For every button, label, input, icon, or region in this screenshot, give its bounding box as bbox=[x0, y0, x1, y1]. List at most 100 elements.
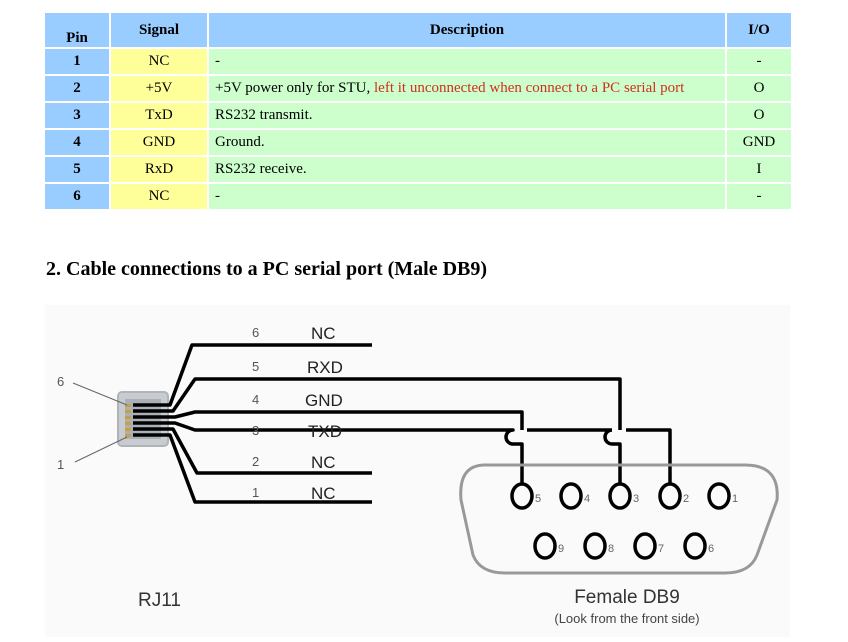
db9-label-5: 5 bbox=[535, 493, 541, 505]
wires bbox=[133, 343, 672, 504]
wire-pin-3: 3 bbox=[252, 423, 259, 438]
description-text: - bbox=[215, 188, 220, 204]
description-text: RS232 receive. bbox=[215, 161, 307, 177]
db9-shell bbox=[459, 463, 779, 575]
db9-label-8: 8 bbox=[608, 543, 614, 555]
cell-pin: 6 bbox=[45, 184, 109, 209]
contact-6 bbox=[125, 404, 131, 407]
cell-description: +5V power only for STU, left it unconnec… bbox=[209, 76, 725, 101]
db9-pin-labels: 5 4 3 2 1 9 8 7 6 bbox=[535, 493, 738, 555]
wire-name-5: RXD bbox=[307, 358, 343, 377]
cell-description: Ground. bbox=[209, 130, 725, 155]
callout-6: 6 bbox=[57, 374, 64, 389]
cell-io: O bbox=[727, 103, 791, 128]
description-text: RS232 transmit. bbox=[215, 107, 313, 123]
db9-label-6: 6 bbox=[708, 543, 714, 555]
table-header-row: Pin Signal Description I/O bbox=[45, 13, 791, 47]
callout-1: 1 bbox=[57, 457, 64, 472]
wiring-svg: 6 1 6 NC 5 RXD 4 GND 3 TXD 2 NC 1 bbox=[57, 324, 779, 626]
cell-signal: +5V bbox=[111, 76, 207, 101]
cell-io: - bbox=[727, 184, 791, 209]
rj11-label: RJ11 bbox=[138, 590, 181, 611]
db9-label-7: 7 bbox=[658, 543, 664, 555]
cable-diagram: 6 1 6 NC 5 RXD 4 GND 3 TXD 2 NC 1 bbox=[45, 305, 790, 637]
db9-pin-9 bbox=[533, 532, 557, 560]
cell-pin: 4 bbox=[45, 130, 109, 155]
cell-description: - bbox=[209, 184, 725, 209]
wire-pin-2: 2 bbox=[252, 454, 259, 469]
db9-label: Female DB9 bbox=[574, 587, 680, 608]
cell-pin: 1 bbox=[45, 49, 109, 74]
cell-pin: 3 bbox=[45, 103, 109, 128]
cell-description: - bbox=[209, 49, 725, 74]
cell-signal: RxD bbox=[111, 157, 207, 182]
db9-pin-5 bbox=[510, 482, 534, 510]
header-io: I/O bbox=[727, 13, 791, 47]
callout-line-6 bbox=[72, 382, 128, 406]
contact-2 bbox=[125, 428, 131, 431]
wire-name-4: GND bbox=[305, 391, 343, 410]
header-description: Description bbox=[209, 13, 725, 47]
rj11-contacts bbox=[125, 404, 131, 437]
db9-pin-4 bbox=[559, 482, 583, 510]
cell-pin: 2 bbox=[45, 76, 109, 101]
db9-label-4: 4 bbox=[584, 493, 590, 505]
wire-pin-5: 5 bbox=[252, 359, 259, 374]
cell-io: O bbox=[727, 76, 791, 101]
table-row: 2+5V+5V power only for STU, left it unco… bbox=[45, 76, 791, 101]
db9-pin-6 bbox=[683, 532, 707, 560]
wire-name-1: NC bbox=[311, 484, 336, 503]
wire-name-2: NC bbox=[311, 453, 336, 472]
cell-pin: 5 bbox=[45, 157, 109, 182]
section-title: 2. Cable connections to a PC serial port… bbox=[46, 258, 488, 280]
cell-signal: GND bbox=[111, 130, 207, 155]
wire-4-gnd bbox=[133, 410, 524, 430]
contact-4 bbox=[125, 416, 131, 419]
wire-name-6: NC bbox=[311, 324, 336, 343]
contact-1 bbox=[125, 434, 131, 437]
description-note: left it unconnected when connect to a PC… bbox=[374, 80, 685, 96]
cell-signal: TxD bbox=[111, 103, 207, 128]
wire-3-txd bbox=[133, 421, 672, 483]
header-signal: Signal bbox=[111, 13, 207, 47]
cell-signal: NC bbox=[111, 49, 207, 74]
wire-pin-1: 1 bbox=[252, 485, 259, 500]
description-text: +5V power only for STU, bbox=[215, 80, 375, 96]
db9-pin-3 bbox=[608, 482, 632, 510]
callout-line-1 bbox=[74, 436, 128, 463]
cell-io: GND bbox=[727, 130, 791, 155]
cell-io: - bbox=[727, 49, 791, 74]
db9-sublabel: (Look from the front side) bbox=[554, 611, 699, 626]
wire-1-nc bbox=[133, 433, 372, 504]
db9-label-3: 3 bbox=[633, 493, 639, 505]
wire-5-rxd bbox=[133, 377, 622, 430]
wire-pin-6: 6 bbox=[252, 325, 259, 340]
cell-description: RS232 transmit. bbox=[209, 103, 725, 128]
db9-pin-2 bbox=[658, 482, 682, 510]
cell-io: I bbox=[727, 157, 791, 182]
db9-pin-8 bbox=[583, 532, 607, 560]
wire-rxd-drop bbox=[612, 442, 622, 483]
wire-pin-4: 4 bbox=[252, 392, 259, 407]
header-pin: Pin bbox=[45, 13, 109, 47]
wire-gnd-drop bbox=[513, 442, 524, 483]
db9-label-9: 9 bbox=[558, 543, 564, 555]
cell-signal: NC bbox=[111, 184, 207, 209]
wire-name-3: TXD bbox=[308, 422, 342, 441]
contact-5 bbox=[125, 410, 131, 413]
description-text: Ground. bbox=[215, 134, 265, 150]
wire-2-nc bbox=[133, 427, 372, 475]
wire-6-nc bbox=[133, 343, 372, 407]
db9-label-1: 1 bbox=[732, 493, 738, 505]
db9-pins bbox=[510, 482, 731, 560]
contact-3 bbox=[125, 422, 131, 425]
cell-description: RS232 receive. bbox=[209, 157, 725, 182]
db9-pin-7 bbox=[633, 532, 657, 560]
db9-label-2: 2 bbox=[683, 493, 689, 505]
wire-labels: 6 NC 5 RXD 4 GND 3 TXD 2 NC 1 NC bbox=[252, 324, 343, 503]
